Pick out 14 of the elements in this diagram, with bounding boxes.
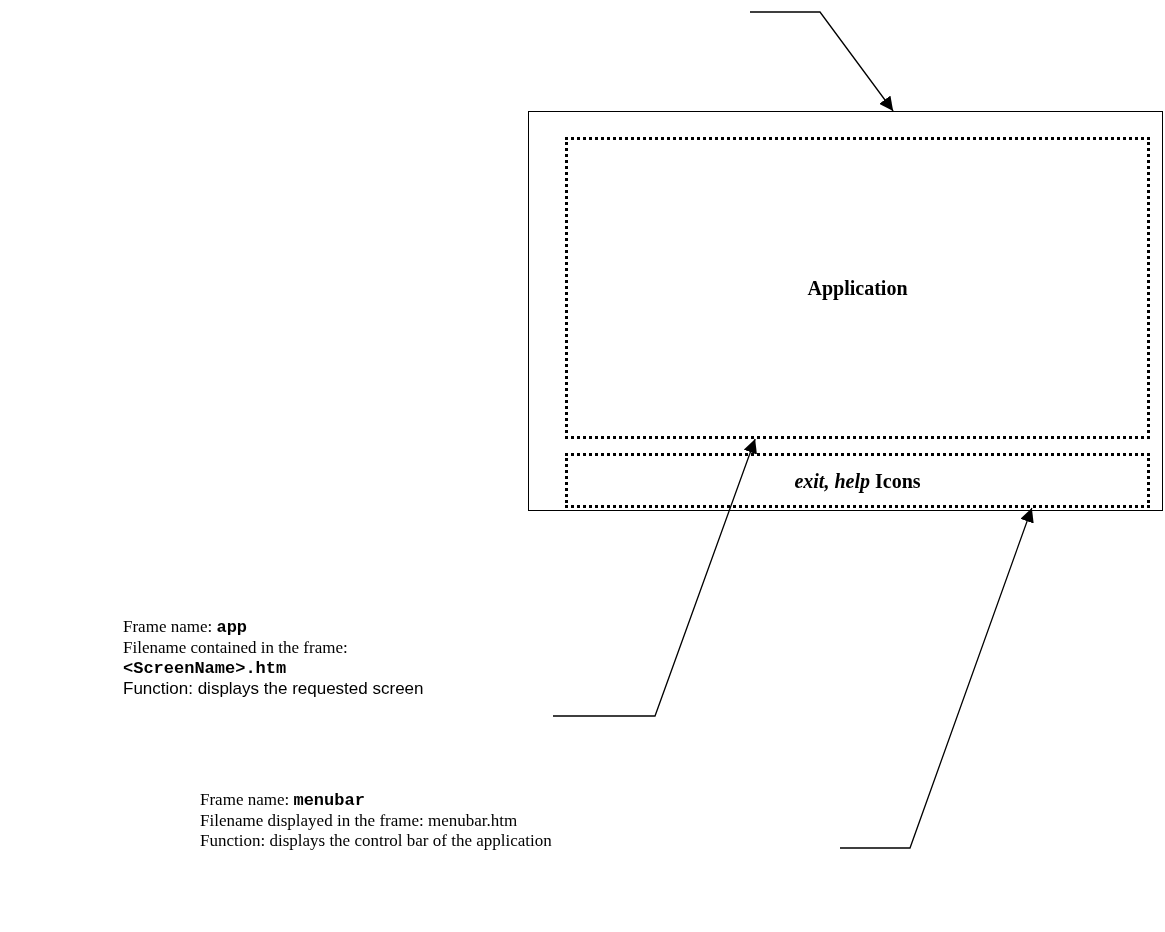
filename-text: Filename displayed in the frame: menubar.htm <box>200 811 519 831</box>
leader-arrow <box>552 438 757 717</box>
leader-arrow <box>839 507 1034 849</box>
application-frame <box>565 137 1150 439</box>
leader-arrow <box>749 11 894 112</box>
function-text: Function: displays the requested screen <box>123 679 425 699</box>
function-text: Function: displays the control bar of the application <box>200 831 553 851</box>
frame-label: Application <box>807 276 908 299</box>
frame-name-text: Frame name: menubar <box>200 790 366 811</box>
filename-text: Filename contained in the frame: <ScreenName>.htm <box>123 638 349 679</box>
frame-label: exit, help Icons <box>794 469 921 491</box>
frame-name-text: Frame name: app <box>123 617 249 638</box>
outer-window-frame <box>528 111 1163 511</box>
menubar-frame <box>565 453 1150 508</box>
